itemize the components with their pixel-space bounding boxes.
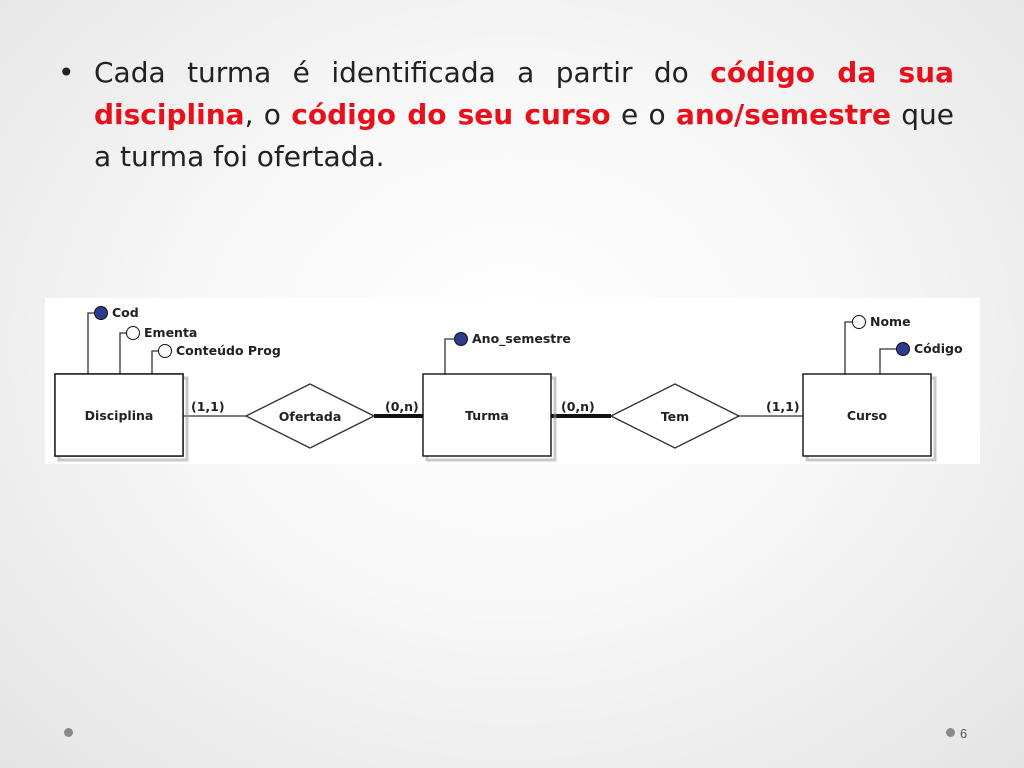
- text-segment: e o: [610, 98, 676, 131]
- attribute-label-codigo: Código: [914, 341, 963, 356]
- disciplina-attribute-links: [87, 312, 897, 374]
- nav-dot-left: [64, 728, 73, 737]
- relationship-tem-diamond: [609, 383, 741, 449]
- highlight-codigo-disciplina: código da sua disciplina: [94, 56, 954, 131]
- text-segment: que a turma foi ofertada.: [94, 98, 955, 173]
- bullet-point: • Cada turma é identificada a partir do …: [58, 52, 954, 178]
- attribute-label-nome: Nome: [870, 314, 911, 329]
- nav-dot-right: [946, 728, 955, 737]
- entity-turma-box: [422, 373, 552, 457]
- key-attribute-icon-codigo: [896, 342, 910, 356]
- attribute-label-cod: Cod: [112, 305, 139, 320]
- bullet-marker: •: [58, 56, 75, 89]
- cardinality-ofertada-turma: (0,n): [385, 399, 419, 414]
- entity-label-disciplina: Disciplina: [85, 408, 154, 423]
- cardinality-disciplina-ofertada: (1,1): [191, 399, 225, 414]
- highlight-codigo-curso: código do seu curso: [291, 98, 611, 131]
- attribute-label-ano-semestre: Ano_semestre: [472, 331, 571, 347]
- cardinality-tem-curso: (1,1): [766, 399, 800, 414]
- entity-label-turma: Turma: [465, 408, 509, 423]
- er-diagram-canvas: Cod Ementa Conteúdo Prog Ano_semestre No…: [54, 305, 963, 462]
- cardinality-turma-tem: (0,n): [561, 399, 595, 414]
- text-segment: Cada turma é identificada a partir do: [94, 56, 711, 89]
- entity-disciplina-border: [54, 373, 184, 457]
- relationship-label-ofertada: Ofertada: [279, 409, 342, 424]
- relationship-ofertada-diamond: [244, 383, 376, 449]
- page-number: 6: [960, 726, 968, 741]
- entity-label-curso: Curso: [847, 408, 888, 423]
- entity-curso-box: [802, 373, 932, 457]
- attribute-icon-ementa: [126, 326, 140, 340]
- attribute-label-conteudo-prog: Conteúdo Prog: [176, 343, 281, 358]
- attribute-icon-conteudo-prog: [158, 344, 172, 358]
- relationship-label-tem: Tem: [661, 409, 689, 424]
- text-segment: , o: [244, 98, 292, 131]
- key-attribute-icon-cod: [94, 306, 108, 320]
- attribute-label-ementa: Ementa: [144, 325, 197, 340]
- bullet-text: Cada turma é identificada a partir do có…: [94, 52, 954, 178]
- er-diagram: Cod Ementa Conteúdo Prog Ano_semestre No…: [45, 298, 980, 464]
- key-attribute-icon-ano-semestre: [454, 332, 468, 346]
- attribute-icon-nome: [852, 315, 866, 329]
- highlight-ano-semestre: ano/semestre: [675, 98, 891, 131]
